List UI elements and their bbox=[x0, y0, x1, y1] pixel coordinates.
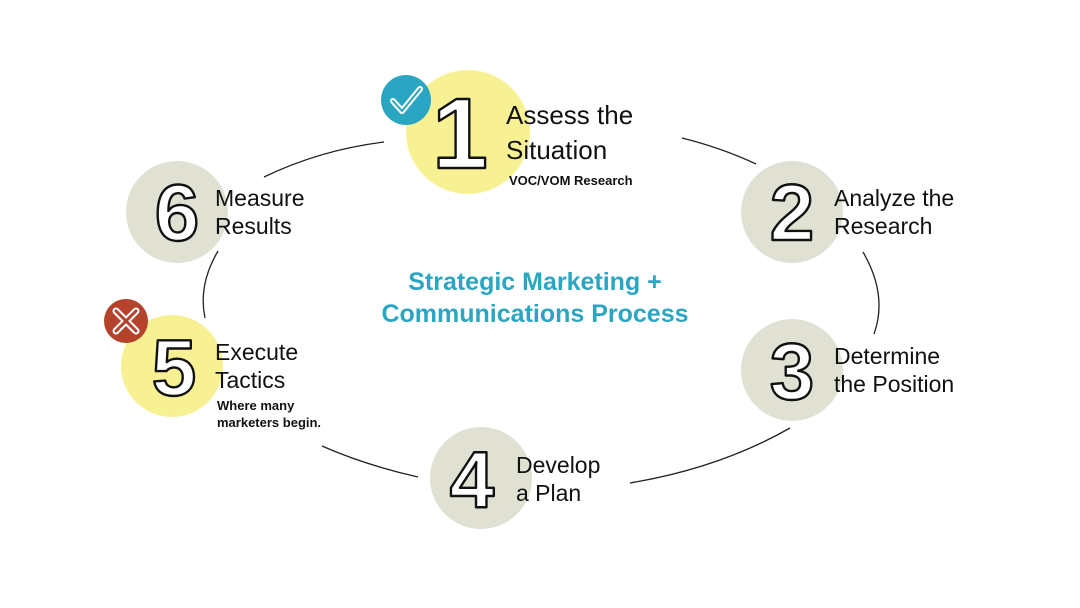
step-4-label-line-2: a Plan bbox=[516, 480, 582, 506]
step-2-circle bbox=[741, 161, 843, 263]
connector-2-3 bbox=[862, 251, 880, 335]
step-3-label-line-2: the Position bbox=[834, 371, 955, 397]
connector-1-2 bbox=[681, 137, 757, 165]
step-3-circle bbox=[741, 319, 843, 421]
step-6-label-line-2: Results bbox=[215, 213, 292, 239]
step-5-note-line-2: marketers begin. bbox=[217, 415, 322, 430]
step-6-number: 6 bbox=[155, 168, 200, 257]
step-1-note: VOC/VOM Research bbox=[509, 173, 633, 188]
step-6-label: Measure Results bbox=[215, 184, 304, 240]
connector-3-4 bbox=[629, 427, 791, 484]
diagram-title-line-2: Communications Process bbox=[381, 300, 689, 328]
step-3-label-line-1: Determine bbox=[834, 343, 941, 369]
cycle-connectors bbox=[202, 137, 880, 484]
step-1-label-line-1: Assess the bbox=[506, 100, 634, 130]
step-5-circle bbox=[121, 315, 223, 417]
x-icon bbox=[104, 299, 148, 343]
step-1-label: Assess the Situation bbox=[506, 98, 633, 168]
step-4-circle bbox=[430, 427, 532, 529]
step-2-number: 2 bbox=[770, 168, 815, 257]
step-4-label: Develop a Plan bbox=[516, 451, 600, 507]
step-5-label: Execute Tactics bbox=[215, 338, 298, 394]
diagram-title: Strategic Marketing + Communications Pro… bbox=[340, 266, 730, 330]
step-1-circle bbox=[406, 70, 530, 194]
step-5-note: Where many marketers begin. bbox=[217, 397, 321, 431]
step-6-circle bbox=[126, 161, 228, 263]
step-2-label-line-2: Research bbox=[834, 213, 933, 239]
connector-5-6 bbox=[202, 250, 219, 319]
step-3-label: Determine the Position bbox=[834, 342, 954, 398]
step-5-label-line-1: Execute bbox=[215, 339, 299, 365]
step-4-label-line-1: Develop bbox=[516, 452, 601, 478]
step-2-label-line-1: Analyze the bbox=[834, 185, 955, 211]
step-1-number: 1 bbox=[432, 78, 488, 190]
connector-4-5 bbox=[321, 445, 419, 478]
check-icon bbox=[381, 75, 431, 125]
step-5-number: 5 bbox=[152, 323, 197, 412]
connector-6-1 bbox=[263, 141, 385, 178]
step-5-label-line-2: Tactics bbox=[215, 367, 286, 393]
step-3-number: 3 bbox=[770, 327, 815, 416]
step-2-label: Analyze the Research bbox=[834, 184, 954, 240]
step-6-label-line-1: Measure bbox=[215, 185, 305, 211]
step-4-number: 4 bbox=[450, 435, 495, 524]
step-5-note-line-1: Where many bbox=[217, 398, 295, 413]
step-1-label-line-2: Situation bbox=[506, 135, 608, 165]
diagram-title-line-1: Strategic Marketing + bbox=[408, 268, 662, 296]
